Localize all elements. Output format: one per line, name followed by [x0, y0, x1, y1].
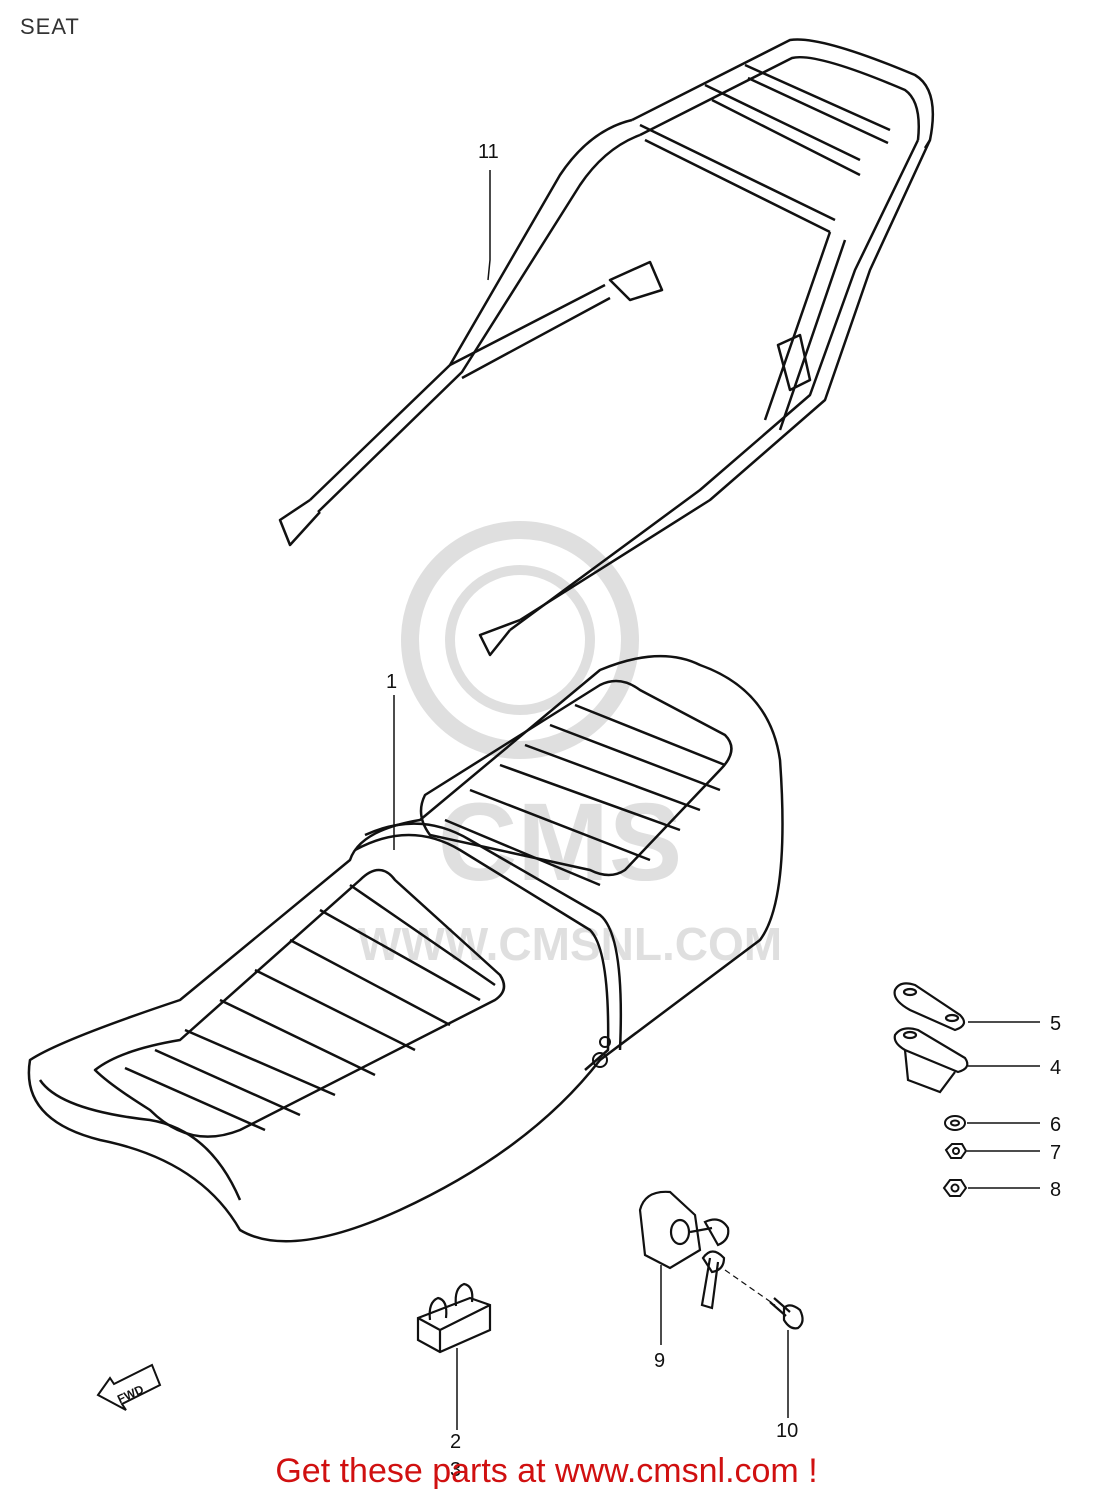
callout-10: 10	[776, 1420, 798, 1442]
part-7-nut[interactable]	[944, 1143, 968, 1159]
callout-7: 7	[1050, 1142, 1061, 1164]
part-5-plate[interactable]	[893, 982, 966, 1032]
fwd-arrow-icon: FWD	[96, 1363, 162, 1411]
callout-9: 9	[654, 1350, 665, 1372]
callout-5: 5	[1050, 1013, 1061, 1035]
callout-1: 1	[386, 671, 397, 693]
part-8-nut[interactable]	[942, 1179, 968, 1197]
callout-8: 8	[1050, 1179, 1061, 1201]
part-11-carrier[interactable]	[278, 38, 935, 657]
page-title: SEAT	[20, 14, 80, 39]
leader-11	[487, 170, 491, 281]
part-9-seat-lock[interactable]	[638, 1190, 730, 1310]
callout-4: 4	[1050, 1057, 1061, 1079]
cmsnl-watermark: CMS WWW.CMSNL.COM	[358, 521, 782, 970]
part-6-washer[interactable]	[944, 1115, 966, 1131]
footer-cta-link[interactable]: Get these parts at www.cmsnl.com !	[275, 1452, 818, 1490]
part-4-bracket[interactable]	[893, 1027, 969, 1094]
part-1-seat[interactable]	[27, 654, 784, 1243]
assembly-line-9-10	[724, 1269, 776, 1306]
watermark-brand: CMS	[438, 781, 682, 904]
part-10-screw[interactable]	[769, 1297, 804, 1330]
callout-11: 11	[478, 141, 499, 163]
callout-2: 2	[450, 1431, 461, 1453]
part-2-3-cushion[interactable]	[416, 1282, 492, 1354]
watermark-url: WWW.CMSNL.COM	[358, 918, 782, 970]
callout-3: 3	[450, 1459, 461, 1481]
callout-6: 6	[1050, 1114, 1061, 1136]
